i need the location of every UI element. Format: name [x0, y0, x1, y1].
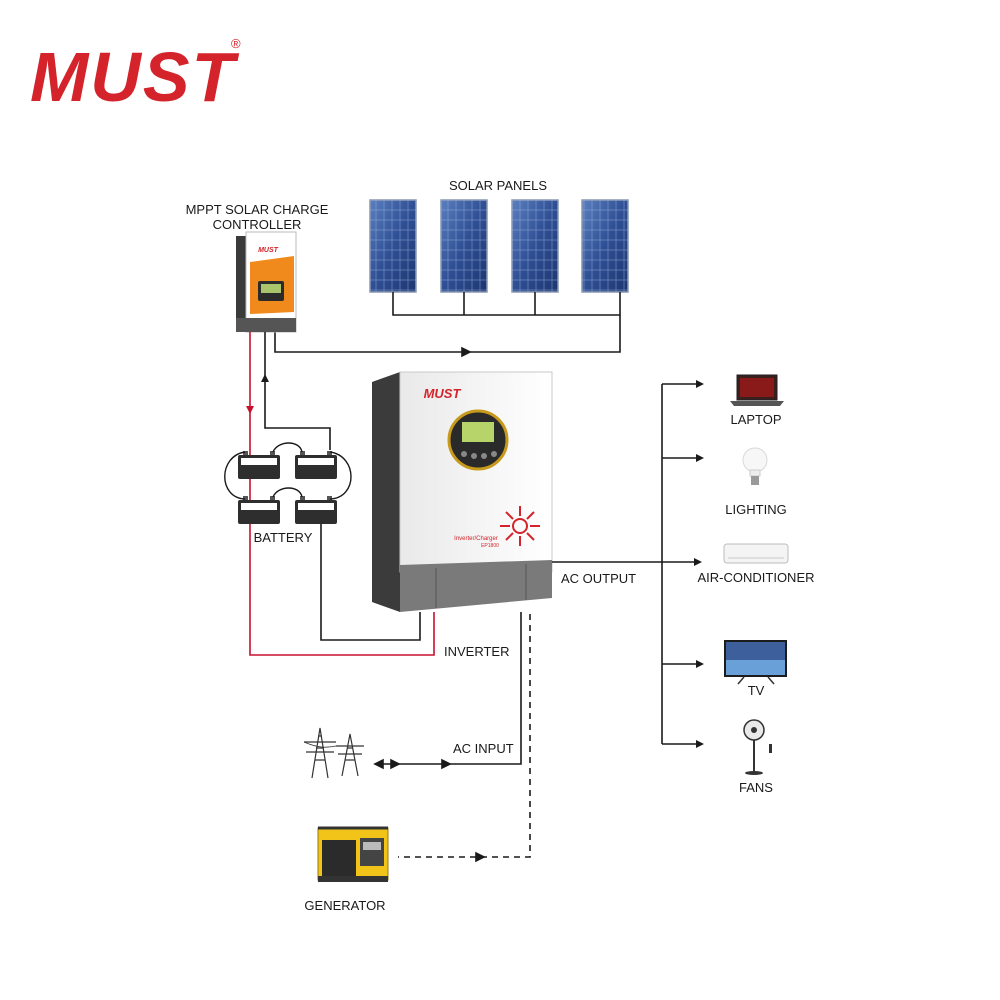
- battery-icon: [295, 451, 337, 479]
- load-label-lighting: LIGHTING: [725, 502, 787, 517]
- ac-output-wiring: [552, 380, 704, 748]
- solar-panel-icon: [511, 199, 559, 293]
- inverter-model-line2: EP1800: [481, 543, 499, 549]
- ac-input-wiring: [373, 612, 531, 863]
- ac-output-label: AC OUTPUT: [561, 571, 637, 586]
- load-label-air-conditioner: AIR-CONDITIONER: [697, 570, 815, 585]
- solar-panels: [369, 199, 629, 293]
- controller-logo-text: MUST: [258, 247, 279, 254]
- controller-label-line1: MPPT SOLAR CHARGE: [185, 202, 329, 217]
- air-conditioner-icon: [723, 543, 789, 564]
- registered-mark: ®: [231, 36, 241, 51]
- battery-wiring: [246, 332, 435, 656]
- load-label-laptop: LAPTOP: [730, 412, 782, 427]
- solar-panels-label: SOLAR PANELS: [448, 178, 548, 193]
- tv-icon: [724, 640, 787, 685]
- battery-icon: [238, 451, 280, 479]
- load-label-tv: TV: [747, 683, 765, 698]
- generator-label: GENERATOR: [304, 898, 386, 913]
- solar-panel-icon: [440, 199, 488, 293]
- controller-label-line2: CONTROLLER: [212, 217, 302, 232]
- power-tower-icon: [303, 727, 364, 779]
- inverter-device: MUST Inverter/Charger EP1800: [372, 371, 553, 612]
- solar-panel-icon: [581, 199, 629, 293]
- battery-bank: [224, 442, 352, 524]
- light-bulb-icon: [742, 447, 768, 485]
- mppt-controller-device: MUST: [236, 231, 297, 333]
- battery-label: BATTERY: [253, 530, 313, 545]
- load-label-fans: FANS: [739, 780, 773, 795]
- solar-panel-icon: [369, 199, 417, 293]
- laptop-icon: [730, 374, 784, 406]
- must-logo: MUST: [30, 38, 237, 116]
- panel-wiring: [274, 292, 621, 358]
- inverter-logo-text: MUST: [424, 386, 462, 401]
- inverter-label: INVERTER: [444, 644, 510, 659]
- generator-icon: [317, 826, 389, 882]
- battery-icon: [238, 496, 280, 524]
- fan-icon: [743, 719, 772, 775]
- ac-input-label: AC INPUT: [453, 741, 514, 756]
- inverter-model-line1: Inverter/Charger: [454, 536, 498, 542]
- battery-icon: [295, 496, 337, 524]
